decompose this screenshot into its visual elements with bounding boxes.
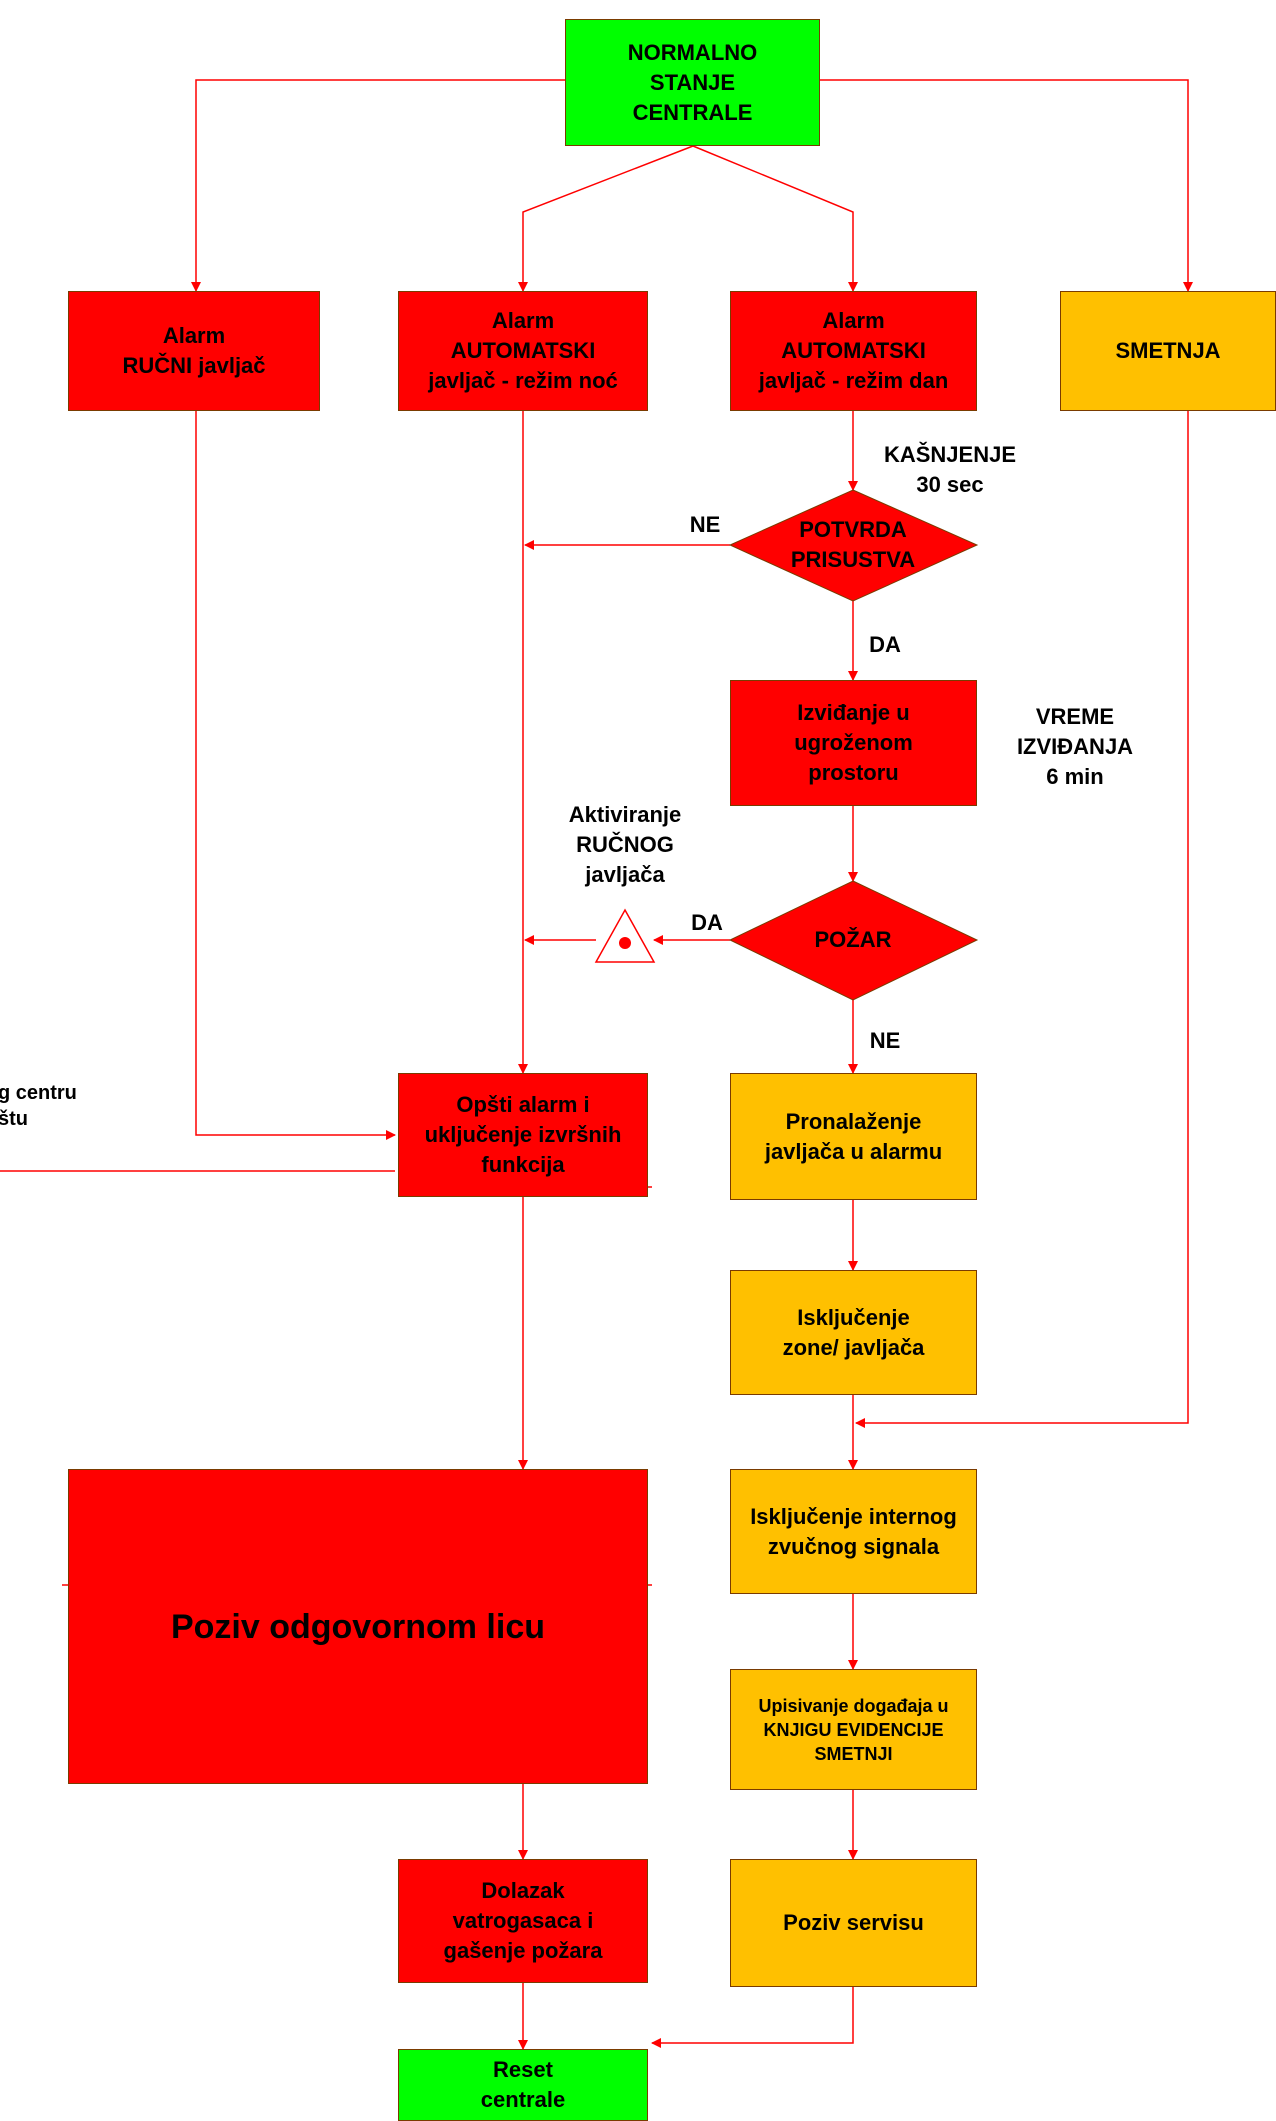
node-potvrda-prisustva: POTVRDA PRISUSTVA xyxy=(790,517,916,572)
label-aktiviranje-rucnog: Aktiviranje RUČNOG javljača xyxy=(568,802,682,887)
node-reset-centrale: Reset centrale xyxy=(398,2049,648,2121)
label-kasnjenje: KAŠNJENJE 30 sec xyxy=(883,442,1017,497)
connector-servis-to-reset xyxy=(651,1987,854,2048)
connector-rucni-to-opsti xyxy=(195,411,396,1140)
label-cut-off-text: g centru štu xyxy=(0,1082,77,1130)
label-ne-potvrda: NE xyxy=(689,512,721,537)
connector-smetnja-to-signal xyxy=(855,411,1189,1428)
node-poziv-odgovornom-licu: Poziv odgovornom licu xyxy=(68,1469,648,1784)
node-alarm-rucni: Alarm RUČNI javljač xyxy=(68,291,320,411)
label-da-pozar: DA xyxy=(691,910,723,935)
connector-normal-to-smetnja xyxy=(820,79,1193,292)
node-alarm-noc: Alarm AUTOMATSKI javljač - režim noć xyxy=(398,291,648,411)
node-izvidjanje: Izviđanje u ugroženom prostoru xyxy=(730,680,977,806)
node-pronalazenje: Pronalaženje javljača u alarmu xyxy=(730,1073,977,1200)
node-dolazak-vatrogasaca: Dolazak vatrogasaca i gašenje požara xyxy=(398,1859,648,1983)
connector-normal-to-rucni xyxy=(191,79,565,292)
node-iskljucenje-signala: Isključenje internog zvučnog signala xyxy=(730,1469,977,1594)
node-poziv-servisu: Poziv servisu xyxy=(730,1859,977,1987)
node-normalno-stanje: NORMALNO STANJE CENTRALE xyxy=(565,19,820,146)
node-pozar: POŽAR xyxy=(814,927,892,952)
node-upisivanje-dogadjaja: Upisivanje događaja u KNJIGU EVIDENCIJE … xyxy=(730,1669,977,1790)
node-iskljucenje-zone: Isključenje zone/ javljača xyxy=(730,1270,977,1395)
label-da-potvrda: DA xyxy=(869,632,901,657)
label-ne-pozar: NE xyxy=(869,1028,901,1053)
manual-callpoint-triangle xyxy=(594,908,656,963)
node-alarm-dan: Alarm AUTOMATSKI javljač - režim dan xyxy=(730,291,977,411)
connector-normal-to-noc xyxy=(518,145,694,292)
node-opsti-alarm: Opšti alarm i uključenje izvršnih funkci… xyxy=(398,1073,648,1197)
node-smetnja: SMETNJA xyxy=(1060,291,1276,411)
connector-normal-to-dan xyxy=(692,145,858,292)
label-vreme-izvidjanja: VREME IZVIĐANJA 6 min xyxy=(1016,704,1134,789)
potvrda-diamond xyxy=(728,489,979,602)
manual-callpoint-dot xyxy=(619,937,631,949)
pozar-diamond xyxy=(728,880,979,1001)
